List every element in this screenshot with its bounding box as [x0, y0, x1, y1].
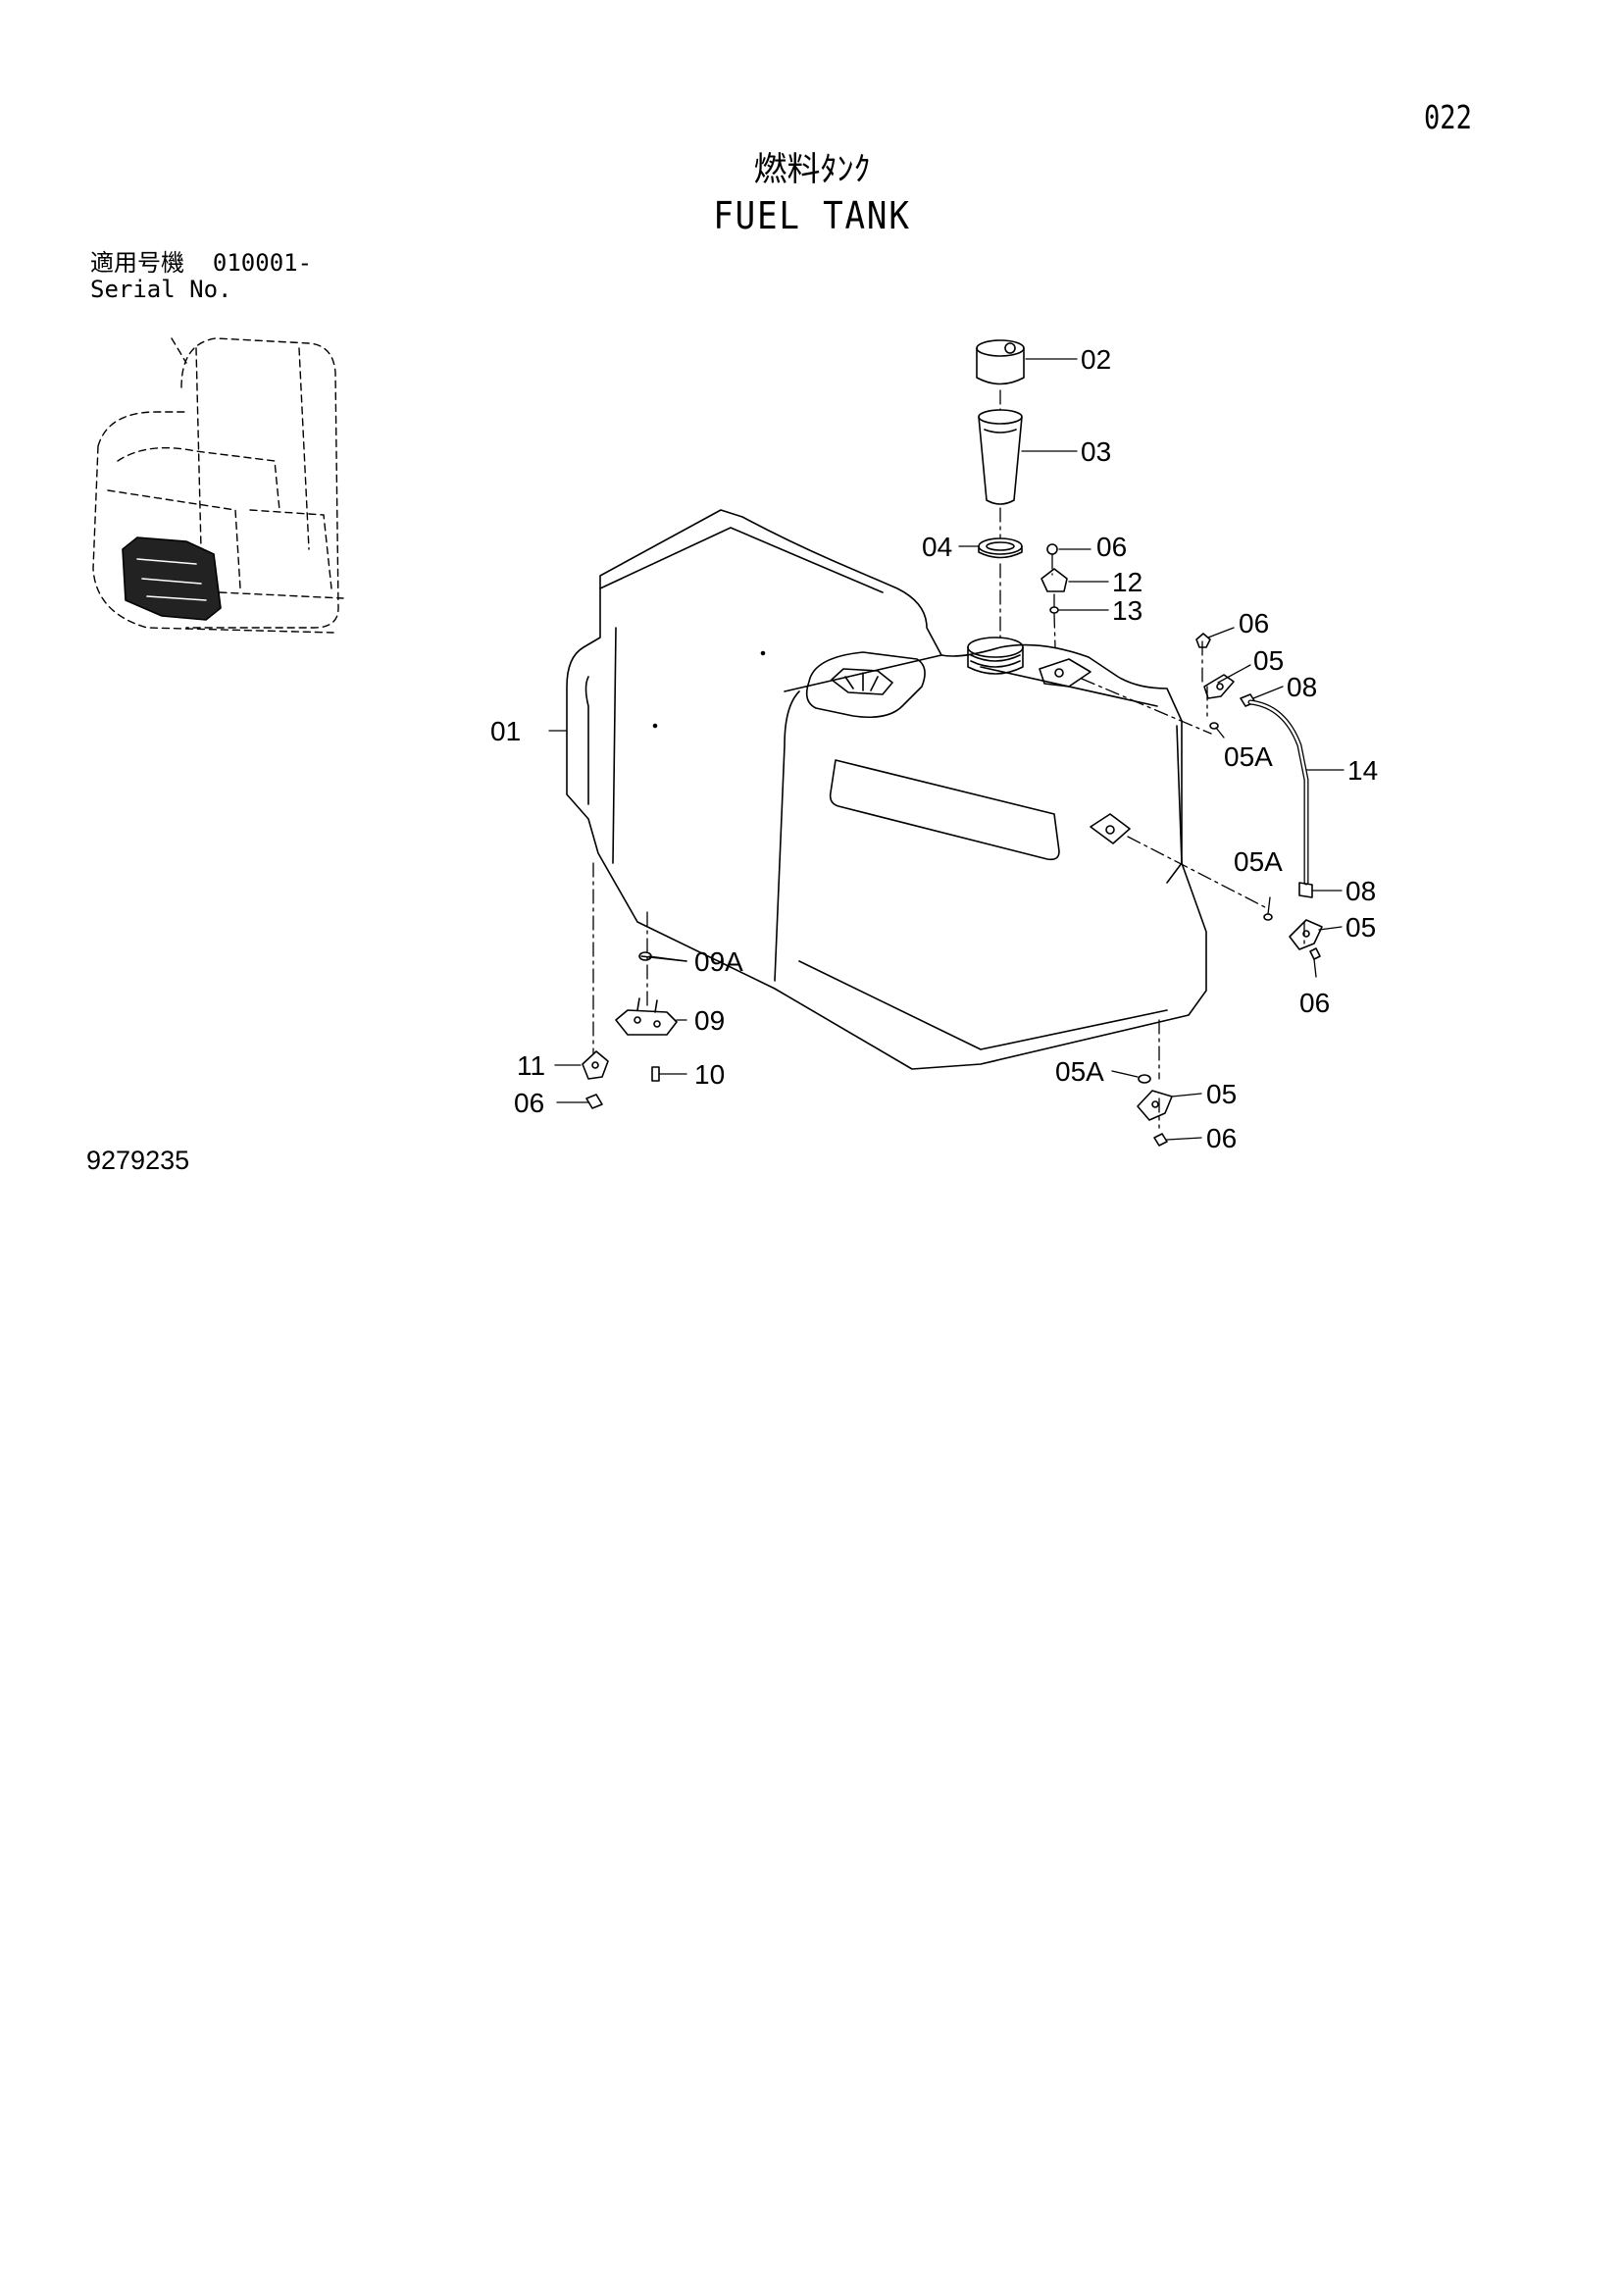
callout-05-bottom: 05	[1206, 1079, 1237, 1109]
callout-04: 04	[922, 532, 952, 562]
fuel-tank-body	[566, 509, 1207, 1070]
title-english: FUEL TANK	[713, 194, 911, 237]
callout-14: 14	[1347, 755, 1378, 786]
callout-13: 13	[1112, 595, 1142, 626]
callout-05A-right-mid: 05A	[1234, 846, 1283, 877]
callout-06-right-top: 06	[1239, 608, 1269, 638]
callout-08-bottom: 08	[1345, 876, 1376, 906]
callout-09: 09	[694, 1005, 725, 1036]
callout-06-left-bottom: 06	[514, 1088, 544, 1118]
assembly-centerlines	[592, 389, 1305, 1129]
serial-label-en: Serial No.	[90, 276, 232, 303]
gasket-part	[978, 537, 1023, 559]
locator-tank-highlight	[122, 536, 222, 621]
serial-range: 010001-	[212, 249, 313, 277]
callout-09A: 09A	[694, 946, 743, 977]
serial-info: 適用号機 010001- Serial No.	[90, 250, 312, 303]
callout-10: 10	[694, 1059, 725, 1090]
callout-05A-right-top: 05A	[1224, 741, 1273, 772]
cap-part	[976, 339, 1025, 385]
callout-05-right-mid: 05	[1345, 912, 1376, 943]
callout-06-top: 06	[1096, 532, 1127, 562]
callout-06-bottom: 06	[1206, 1123, 1237, 1153]
callout-06-right-mid: 06	[1299, 988, 1330, 1018]
callout-11: 11	[517, 1050, 545, 1081]
document-number: 9279235	[86, 1146, 190, 1175]
bottom-right-assembly	[1137, 1074, 1173, 1147]
leader-lines	[548, 358, 1345, 1141]
small-fasteners-top	[1040, 543, 1068, 614]
strainer-part	[978, 409, 1023, 505]
serial-row-jp: 適用号機 010001-	[90, 250, 312, 277]
callout-02: 02	[1081, 344, 1111, 375]
callout-05-right-top: 05	[1253, 645, 1284, 676]
right-bracket-assembly	[1195, 633, 1323, 960]
page-number: 022	[1424, 98, 1472, 136]
callout-05A-bottom: 05A	[1055, 1056, 1104, 1087]
callout-12: 12	[1112, 567, 1142, 597]
left-bottom-assembly	[582, 951, 687, 1109]
title-japanese: 燃料ﾀﾝｸ	[753, 150, 871, 189]
page-title: 燃料ﾀﾝｸ FUEL TANK	[0, 147, 1624, 239]
callout-03: 03	[1081, 436, 1111, 467]
locator-inset	[92, 337, 344, 634]
callout-01: 01	[490, 716, 521, 746]
callout-labels: 02 03 04 06 12 13 06 05 08 05A 14 05A 08…	[490, 344, 1378, 1153]
serial-label-jp: 適用号機	[90, 249, 184, 277]
callout-08-top: 08	[1287, 672, 1317, 702]
